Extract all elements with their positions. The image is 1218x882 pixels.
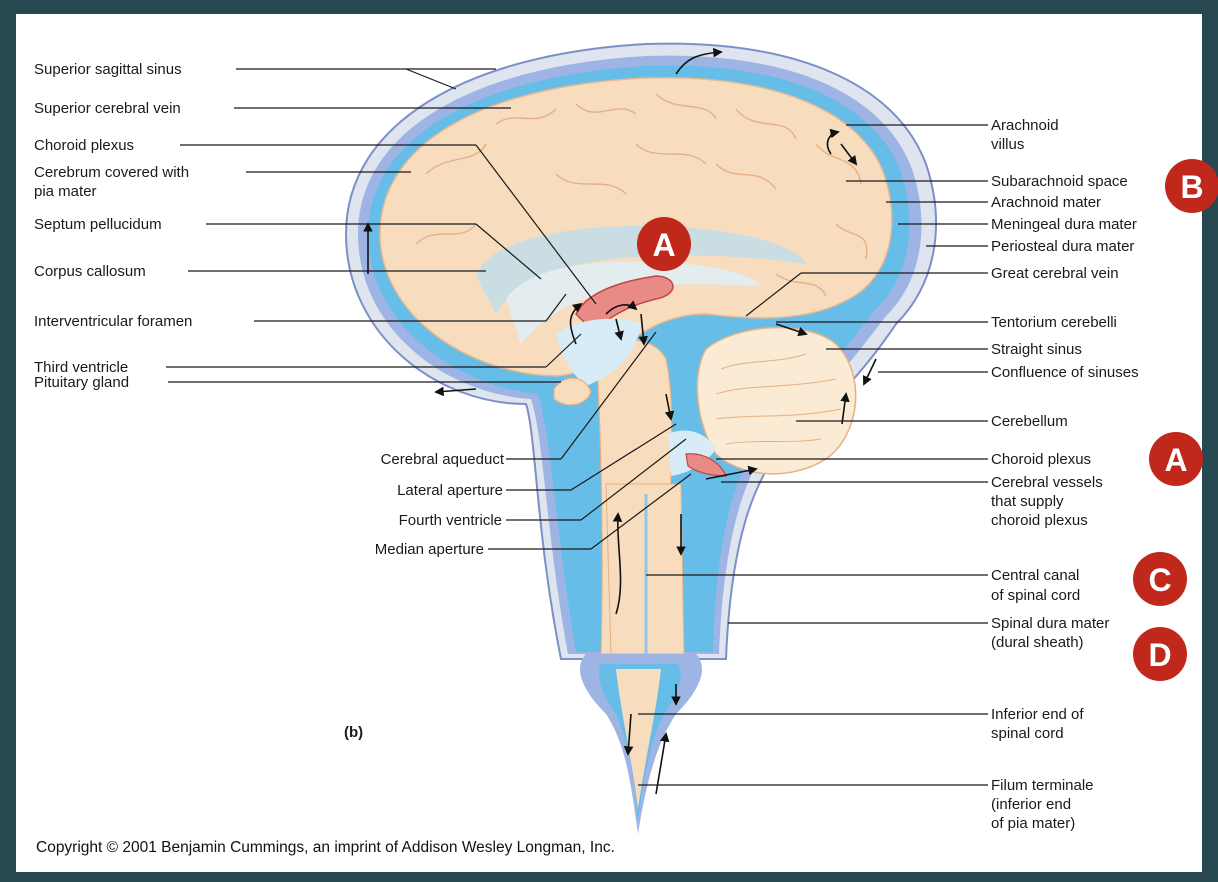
label-great-cerebral-vein: Great cerebral vein xyxy=(991,265,1119,282)
label-choroid-plexus-left: Choroid plexus xyxy=(34,137,134,154)
label-central-canal: Central canal xyxy=(991,567,1079,584)
label-arachnoid-mater: Arachnoid mater xyxy=(991,194,1101,211)
label-subarachnoid-space: Subarachnoid space xyxy=(991,173,1128,190)
label-straight-sinus: Straight sinus xyxy=(991,341,1082,358)
label-dural-sheath: (dural sheath) xyxy=(991,634,1084,651)
label-inferior-end-of: Inferior end of xyxy=(991,706,1084,723)
label-lateral-aperture: Lateral aperture xyxy=(397,482,503,499)
label-cerebellum: Cerebellum xyxy=(991,413,1068,430)
label-villus: villus xyxy=(991,136,1024,153)
label-choroid-plexus-supply: choroid plexus xyxy=(991,512,1088,529)
label-confluence-of-sinuses: Confluence of sinuses xyxy=(991,364,1139,381)
anatomy-illustration xyxy=(346,44,936,834)
panel-tag: (b) xyxy=(344,724,363,741)
label-pia-mater: pia mater xyxy=(34,183,97,200)
label-spinal-dura-mater: Spinal dura mater xyxy=(991,615,1109,632)
copyright-text: Copyright © 2001 Benjamin Cummings, an i… xyxy=(36,839,615,856)
label-spinal-cord: spinal cord xyxy=(991,725,1064,742)
label-interventricular-foramen: Interventricular foramen xyxy=(34,313,192,330)
csf-circulation-diagram: Superior sagittal sinus Superior cerebra… xyxy=(16,14,1202,872)
label-of-spinal-cord: of spinal cord xyxy=(991,587,1080,604)
label-cerebral-aqueduct: Cerebral aqueduct xyxy=(381,451,505,468)
label-tentorium-cerebelli: Tentorium cerebelli xyxy=(991,314,1117,331)
label-cerebral-vessels: Cerebral vessels xyxy=(991,474,1103,491)
label-fourth-ventricle: Fourth ventricle xyxy=(399,512,502,529)
label-filum-terminale: Filum terminale xyxy=(991,777,1094,794)
label-meningeal-dura-mater: Meningeal dura mater xyxy=(991,216,1137,233)
label-of-pia-mater: of pia mater) xyxy=(991,815,1075,832)
label-median-aperture: Median aperture xyxy=(375,541,484,558)
label-septum-pellucidum: Septum pellucidum xyxy=(34,216,162,233)
label-choroid-plexus-right: Choroid plexus xyxy=(991,451,1091,468)
label-cerebrum: Cerebrum covered with xyxy=(34,164,189,181)
label-pituitary-gland: Pituitary gland xyxy=(34,374,129,391)
label-that-supply: that supply xyxy=(991,493,1064,510)
diagram-panel: Superior sagittal sinus Superior cerebra… xyxy=(16,14,1202,872)
label-superior-sagittal-sinus: Superior sagittal sinus xyxy=(34,61,182,78)
label-arachnoid: Arachnoid xyxy=(991,117,1059,134)
label-inferior-end: (inferior end xyxy=(991,796,1071,813)
label-corpus-callosum: Corpus callosum xyxy=(34,263,146,280)
label-periosteal-dura-mater: Periosteal dura mater xyxy=(991,238,1134,255)
label-superior-cerebral-vein: Superior cerebral vein xyxy=(34,100,181,117)
